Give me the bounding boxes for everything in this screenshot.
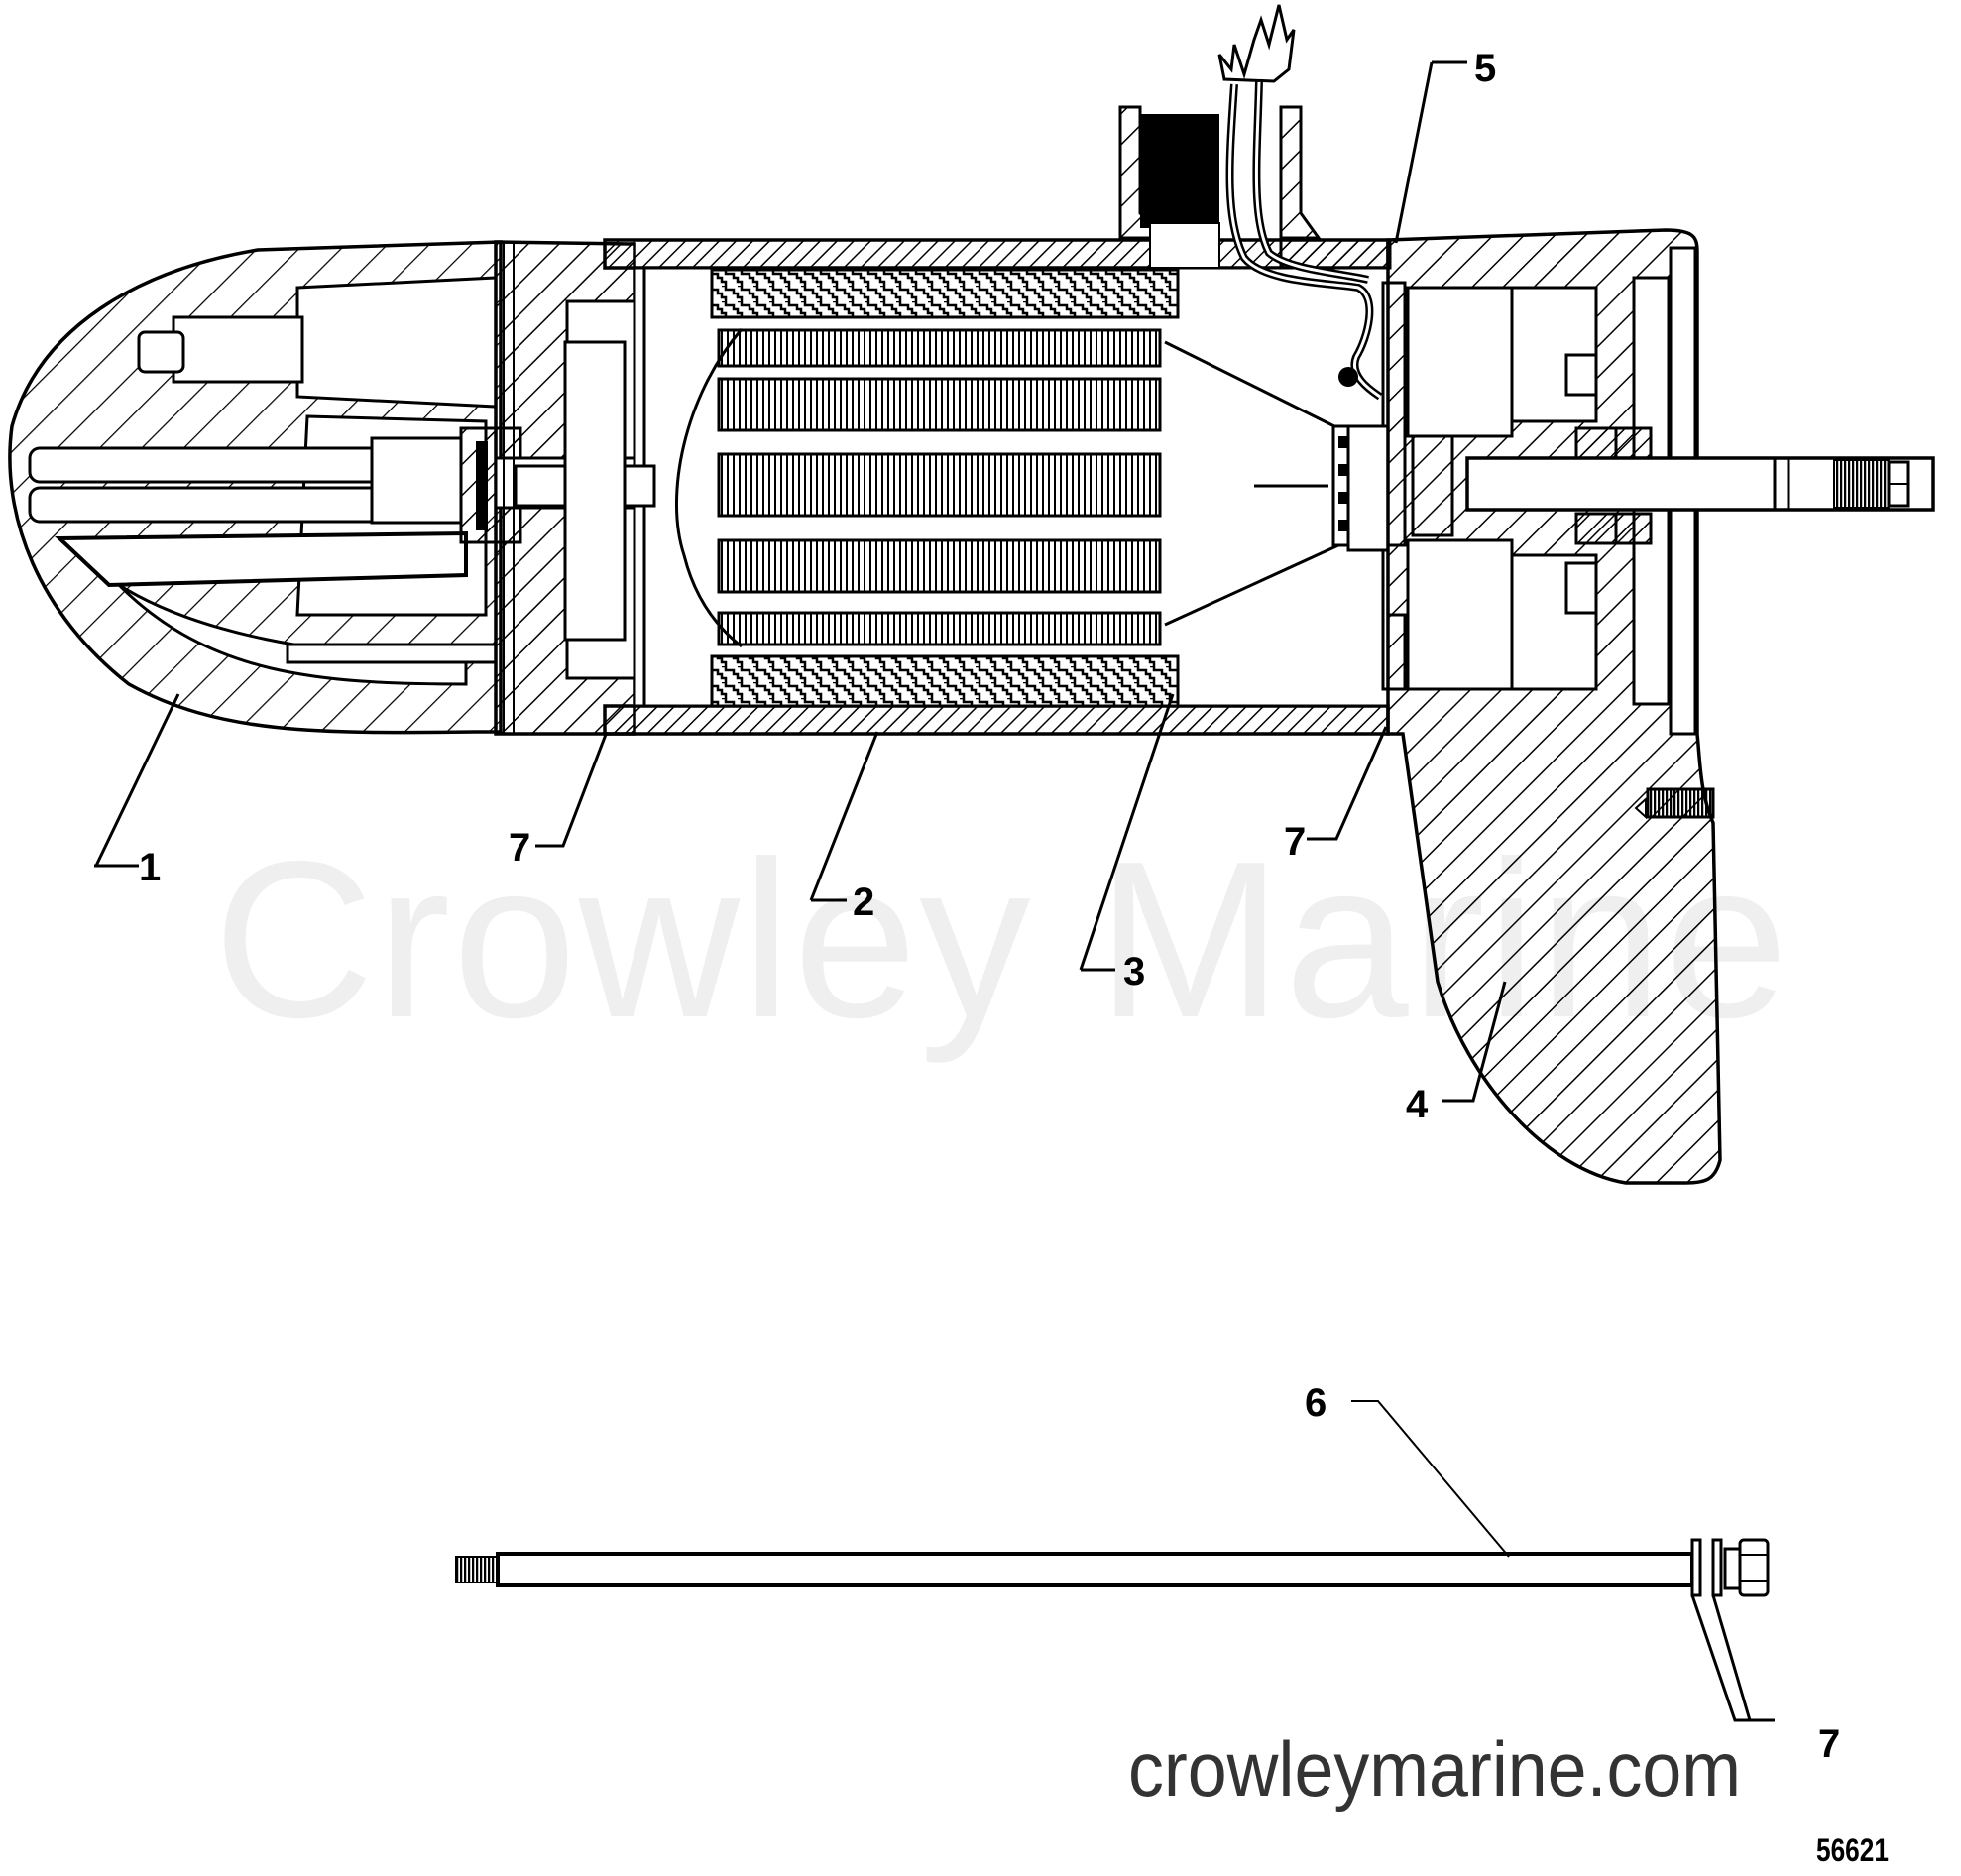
callout-labels: 1 2 3 4 5 6 7 7 7 xyxy=(139,47,1840,1766)
armature xyxy=(674,328,1355,648)
rear-end-bell xyxy=(1386,228,1722,1185)
callout-7-front-oring: 7 xyxy=(509,826,530,870)
thru-bolt xyxy=(455,1538,1770,1597)
leader-lines xyxy=(94,60,1775,1722)
callout-7-washers: 7 xyxy=(1818,1722,1840,1766)
wire-gland xyxy=(1118,4,1392,401)
drawing-number: 56621 xyxy=(1816,1832,1889,1868)
nose-cone xyxy=(8,240,503,735)
callout-2: 2 xyxy=(853,880,874,924)
callout-7-rear-oring: 7 xyxy=(1284,820,1306,864)
watermark-url: crowleymarine.com xyxy=(1128,1725,1742,1813)
callout-1: 1 xyxy=(139,846,161,889)
callout-4: 4 xyxy=(1406,1083,1429,1126)
callout-3: 3 xyxy=(1123,950,1145,994)
center-housing xyxy=(514,238,1390,736)
callout-5: 5 xyxy=(1474,47,1496,90)
prop-shaft xyxy=(1465,456,1935,512)
callout-6: 6 xyxy=(1305,1381,1327,1425)
